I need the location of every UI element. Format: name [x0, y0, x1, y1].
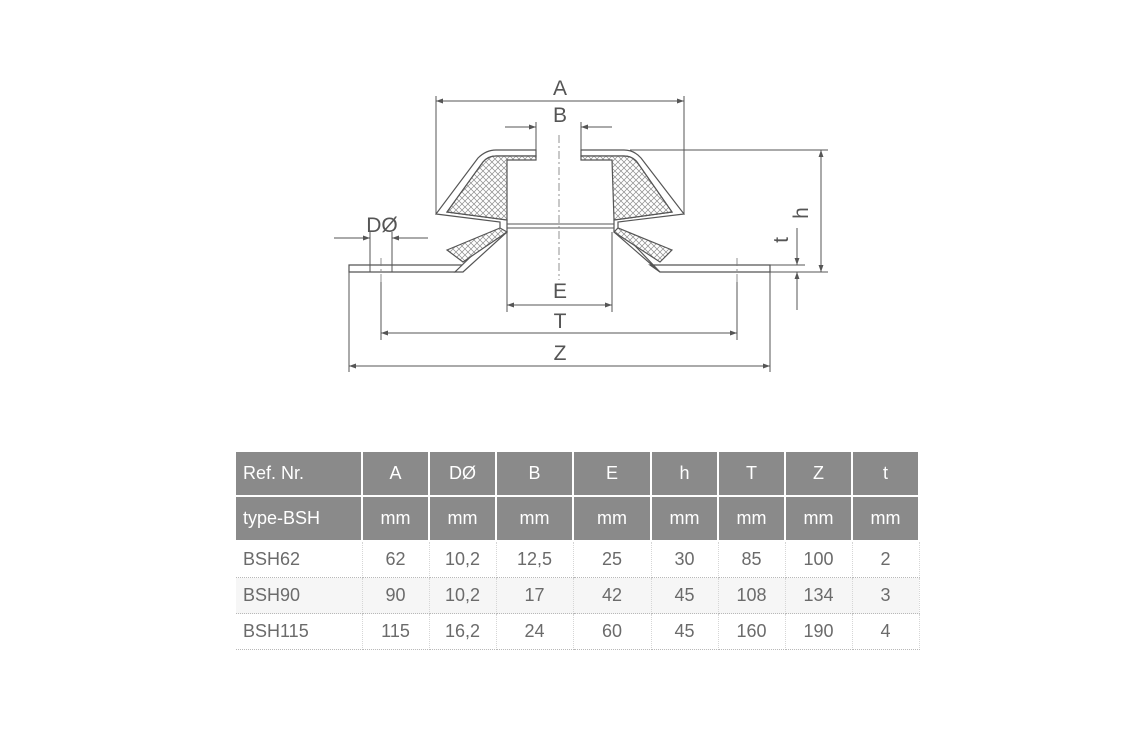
- rubber-body-left: [445, 155, 537, 221]
- base-plate-left: [348, 264, 465, 273]
- unit-a: mm: [362, 496, 430, 542]
- dim-label-h: h: [790, 207, 813, 219]
- cell-h: 45: [651, 577, 719, 614]
- cell-ref: BSH90: [236, 577, 363, 614]
- cell-a: 90: [362, 577, 430, 614]
- cell-a: 62: [362, 541, 430, 578]
- rubber-ring-right: [613, 227, 674, 263]
- cell-a: 115: [362, 613, 430, 650]
- unit-b: mm: [496, 496, 574, 542]
- unit-d: mm: [429, 496, 497, 542]
- table-row: BSH115 115 16,2 24 60 45 160 190 4: [236, 613, 920, 650]
- cell-z: 134: [785, 577, 853, 614]
- header-row-labels: Ref. Nr. A DØ B E h T Z t: [236, 452, 920, 497]
- cell-d: 10,2: [429, 577, 497, 614]
- cell-t-upper: 108: [718, 577, 786, 614]
- table-row: BSH62 62 10,2 12,5 25 30 85 100 2: [236, 541, 920, 578]
- header-t-upper: T: [718, 452, 786, 497]
- spec-table: Ref. Nr. A DØ B E h T Z t type-BSH mm mm…: [236, 452, 920, 650]
- cell-t-upper: 160: [718, 613, 786, 650]
- header-type: type-BSH: [236, 496, 363, 542]
- technical-drawing: A B DØ h t E T Z: [334, 77, 828, 372]
- header-z: Z: [785, 452, 853, 497]
- unit-t: mm: [852, 496, 920, 542]
- dim-label-t-upper: T: [554, 310, 567, 333]
- dim-label-b: B: [553, 104, 567, 127]
- dim-label-d: DØ: [366, 214, 398, 237]
- dimension-lines: [334, 96, 828, 372]
- unit-h: mm: [651, 496, 719, 542]
- mount-cross-section: [348, 149, 771, 273]
- header-e: E: [573, 452, 652, 497]
- cell-e: 42: [573, 577, 652, 614]
- cell-t-upper: 85: [718, 541, 786, 578]
- cell-e: 60: [573, 613, 652, 650]
- dim-label-e: E: [553, 280, 567, 303]
- cell-z: 100: [785, 541, 853, 578]
- base-plate-right: [648, 264, 771, 273]
- cell-t: 3: [852, 577, 920, 614]
- header-row-units: type-BSH mm mm mm mm mm mm mm mm: [236, 496, 920, 542]
- unit-e: mm: [573, 496, 652, 542]
- header-a: A: [362, 452, 430, 497]
- cell-b: 17: [496, 577, 574, 614]
- cell-b: 12,5: [496, 541, 574, 578]
- cell-t: 4: [852, 613, 920, 650]
- rubber-body-right: [580, 155, 674, 221]
- cell-b: 24: [496, 613, 574, 650]
- header-b: B: [496, 452, 574, 497]
- cell-ref: BSH115: [236, 613, 363, 650]
- centerlines: [380, 135, 738, 282]
- cell-h: 30: [651, 541, 719, 578]
- cell-d: 10,2: [429, 541, 497, 578]
- cell-z: 190: [785, 613, 853, 650]
- header-d: DØ: [429, 452, 497, 497]
- cell-e: 25: [573, 541, 652, 578]
- cell-ref: BSH62: [236, 541, 363, 578]
- cell-h: 45: [651, 613, 719, 650]
- unit-t-upper: mm: [718, 496, 786, 542]
- cell-t: 2: [852, 541, 920, 578]
- header-ref-nr: Ref. Nr.: [236, 452, 363, 497]
- unit-z: mm: [785, 496, 853, 542]
- cell-d: 16,2: [429, 613, 497, 650]
- dim-label-a: A: [553, 77, 567, 100]
- table-row: BSH90 90 10,2 17 42 45 108 134 3: [236, 577, 920, 614]
- dim-label-z: Z: [554, 342, 567, 365]
- header-t: t: [852, 452, 920, 497]
- header-h: h: [651, 452, 719, 497]
- dim-label-t: t: [770, 237, 793, 243]
